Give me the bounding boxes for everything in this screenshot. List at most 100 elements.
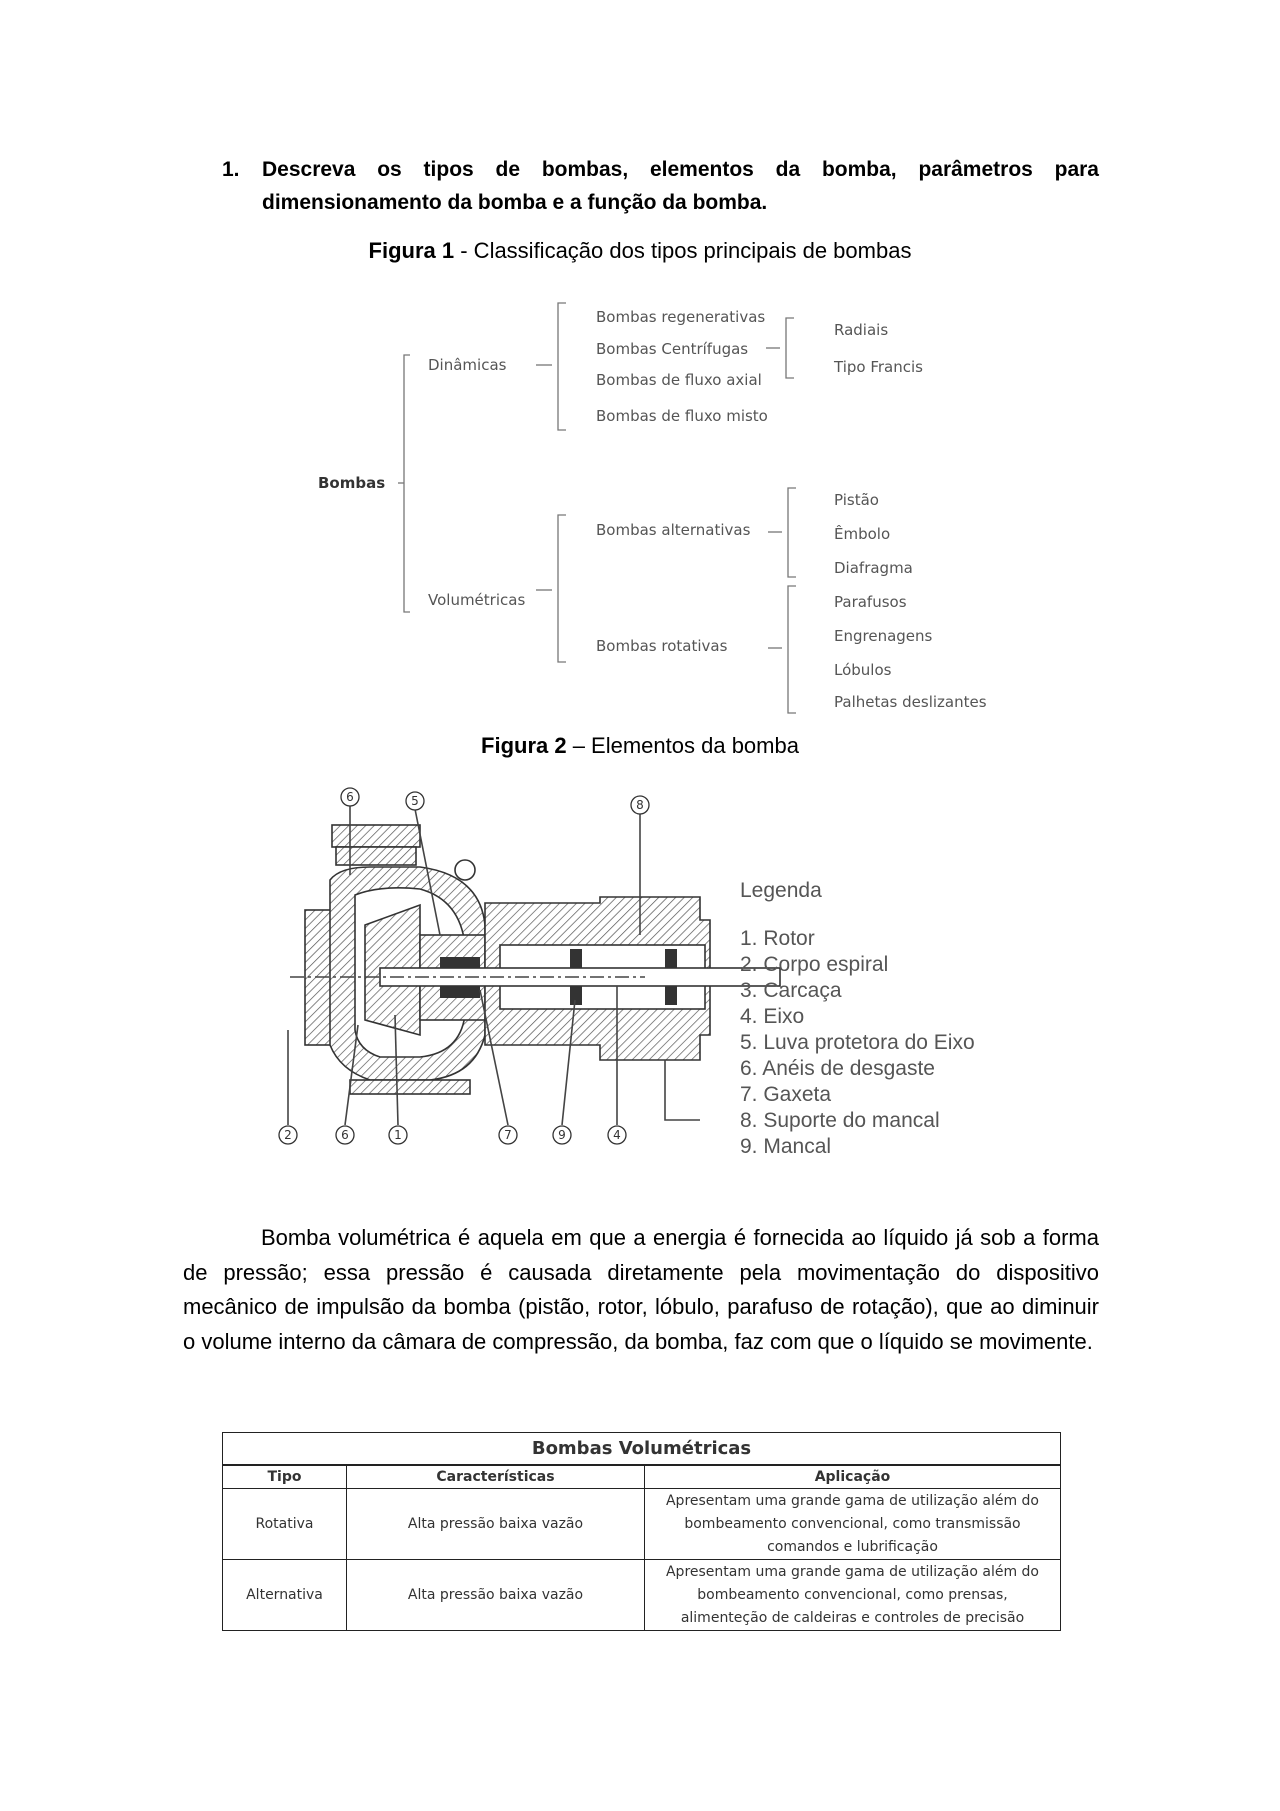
tree-rotativas-item-4: Palhetas deslizantes <box>834 693 987 711</box>
question: 1. Descreva os tipos de bombas, elemento… <box>222 153 1099 219</box>
callout-7: 7 <box>504 1128 512 1142</box>
legend-item-5: 5. Luva protetora do Eixo <box>740 1031 975 1054</box>
tree-root-bombas: Bombas <box>318 474 385 492</box>
table-cell-aplicacao-line: Apresentam uma grande gama de utilização… <box>665 1492 1039 1509</box>
bracket-centrifugas <box>785 317 794 379</box>
legend-item-4: 4. Eixo <box>740 1005 804 1028</box>
table-header-caracteristicas: Características <box>346 1464 645 1489</box>
lifting-eye <box>454 859 476 881</box>
callout-line-1 <box>394 1014 399 1126</box>
table-cell-aplicacao: Apresentam uma grande gama de utilização… <box>644 1559 1061 1631</box>
pump-drawing <box>290 824 781 1121</box>
callout-circle-6-top <box>340 787 360 807</box>
discharge-flange <box>331 824 421 848</box>
tree-alternativas: Bombas alternativas <box>596 521 751 539</box>
callout-circle-4 <box>607 1125 627 1145</box>
callout-line-9 <box>561 999 576 1126</box>
callout-circle-2 <box>278 1125 298 1145</box>
tree-rotativas-item-3: Lóbulos <box>834 661 892 679</box>
callout-line-6-bottom <box>344 1024 359 1126</box>
shaft <box>379 967 781 987</box>
question-line-2: dimensionamento da bomba e a função da b… <box>262 191 768 214</box>
bracket-root <box>403 354 410 613</box>
packing-lower <box>440 986 480 998</box>
table-cell-caracteristicas: Alta pressão baixa vazão <box>346 1488 645 1560</box>
callout-8: 8 <box>636 798 644 812</box>
casing-foot <box>349 1079 471 1095</box>
tree-dinamicas-item-4: Bombas de fluxo misto <box>596 407 768 425</box>
tree-centrifugas-item-2: Tipo Francis <box>833 358 923 376</box>
callouts: 6 5 8 2 6 1 7 9 4 <box>278 787 650 1145</box>
table-cell-aplicacao-line: bombeamento convencional, como prensas, <box>697 1586 1008 1603</box>
tree-alternativas-item-3: Diafragma <box>834 559 913 577</box>
callout-circle-8 <box>630 795 650 815</box>
bracket-dinamicas <box>557 302 566 431</box>
pump-legend: Legenda 1. Rotor 2. Corpo espiral 3. Car… <box>740 879 975 1158</box>
tree-rotativas-item-2: Engrenagens <box>834 627 933 645</box>
figure-1-caption: Figura 1 - Classificação dos tipos princ… <box>0 238 1280 264</box>
table-row: Alternativa Alta pressão baixa vazão Apr… <box>222 1559 1061 1631</box>
body-paragraph: Bomba volumétrica é aquela em que a ener… <box>183 1221 1099 1359</box>
callout-5: 5 <box>411 794 419 808</box>
legend-item-7: 7. Gaxeta <box>740 1083 831 1106</box>
table-cell-caracteristicas: Alta pressão baixa vazão <box>346 1559 645 1631</box>
figure-2-caption: Figura 2 – Elementos da bomba <box>0 733 1280 759</box>
table-cell-aplicacao-line: alimenteção de caldeiras e controles de … <box>680 1609 1025 1626</box>
support-leg <box>664 1060 700 1121</box>
table-cell-tipo: Rotativa <box>222 1488 347 1560</box>
legend-item-8: 8. Suporte do mancal <box>740 1109 940 1132</box>
callout-2: 2 <box>284 1128 292 1142</box>
tree-dinamicas-item-2: Bombas Centrífugas <box>596 340 748 358</box>
callout-6-bottom: 6 <box>341 1128 349 1142</box>
tree-centrifugas-item-1: Radiais <box>834 321 888 339</box>
volumetric-pumps-table: Bombas Volumétricas Tipo Características… <box>222 1432 1061 1631</box>
callout-line-5 <box>414 808 441 936</box>
legend-item-3: 3. Carcaça <box>740 979 842 1002</box>
pump-cross-section-figure: 6 5 8 2 6 1 7 9 4 Legenda 1. Rotor 2. Co… <box>278 787 975 1158</box>
table-header-tipo: Tipo <box>222 1464 347 1489</box>
question-text: Descreva os tipos de bombas, elementos d… <box>262 153 1099 219</box>
figure-2-label: Figura 2 <box>481 733 567 758</box>
bracket-rotativas <box>787 585 796 714</box>
callout-6-top: 6 <box>346 790 354 804</box>
figure-1-label: Figura 1 <box>368 238 455 263</box>
body-paragraph-text: Bomba volumétrica é aquela em que a ener… <box>183 1225 1099 1354</box>
question-number: 1. <box>222 158 240 181</box>
bracket-volumetricas <box>557 514 566 663</box>
legend-item-9: 9. Mancal <box>740 1135 831 1158</box>
tree-alternativas-item-1: Pistão <box>834 491 879 509</box>
legend-item-1: 1. Rotor <box>740 927 815 950</box>
tree-alternativas-item-2: Êmbolo <box>834 524 890 543</box>
tree-dinamicas-item-3: Bombas de fluxo axial <box>596 371 762 389</box>
callout-circle-6-bottom <box>335 1125 355 1145</box>
callout-circle-9 <box>552 1125 572 1145</box>
tree-dinamicas: Dinâmicas <box>428 356 507 374</box>
table-cell-aplicacao-line: comandos e lubrificação <box>767 1538 938 1555</box>
question-line-1: Descreva os tipos de bombas, elementos d… <box>262 158 1099 181</box>
callout-1: 1 <box>394 1128 402 1142</box>
table-title: Bombas Volumétricas <box>222 1432 1061 1466</box>
pump-classification-diagram: Bombas Dinâmicas Volumétricas Bombas reg… <box>318 302 987 714</box>
table-cell-tipo: Alternativa <box>222 1559 347 1631</box>
legend-title: Legenda <box>740 879 822 902</box>
callout-4: 4 <box>613 1128 621 1142</box>
tree-rotativas-item-1: Parafusos <box>834 593 907 611</box>
callout-line-7 <box>479 989 509 1126</box>
bracket-alternativas <box>787 487 796 578</box>
callout-circle-1 <box>388 1125 408 1145</box>
packing-upper <box>440 957 480 969</box>
tree-rotativas: Bombas rotativas <box>596 637 728 655</box>
figure-1-caption-text: - Classificação dos tipos principais de … <box>454 238 912 263</box>
table-cell-aplicacao-line: bombeamento convencional, como transmiss… <box>684 1515 1021 1532</box>
tree-volumetricas: Volumétricas <box>428 591 525 609</box>
callout-circle-5 <box>405 791 425 811</box>
table-row: Rotativa Alta pressão baixa vazão Aprese… <box>222 1488 1061 1560</box>
tree-dinamicas-item-1: Bombas regenerativas <box>596 308 765 326</box>
legend-item-2: 2. Corpo espiral <box>740 953 888 976</box>
table-header-aplicacao: Aplicação <box>644 1464 1061 1489</box>
discharge-neck <box>335 846 417 866</box>
legend-item-6: 6. Anéis de desgaste <box>740 1057 935 1080</box>
table-cell-aplicacao-line: Apresentam uma grande gama de utilização… <box>665 1563 1039 1580</box>
callout-9: 9 <box>558 1128 566 1142</box>
figure-2-caption-text: – Elementos da bomba <box>566 733 799 758</box>
